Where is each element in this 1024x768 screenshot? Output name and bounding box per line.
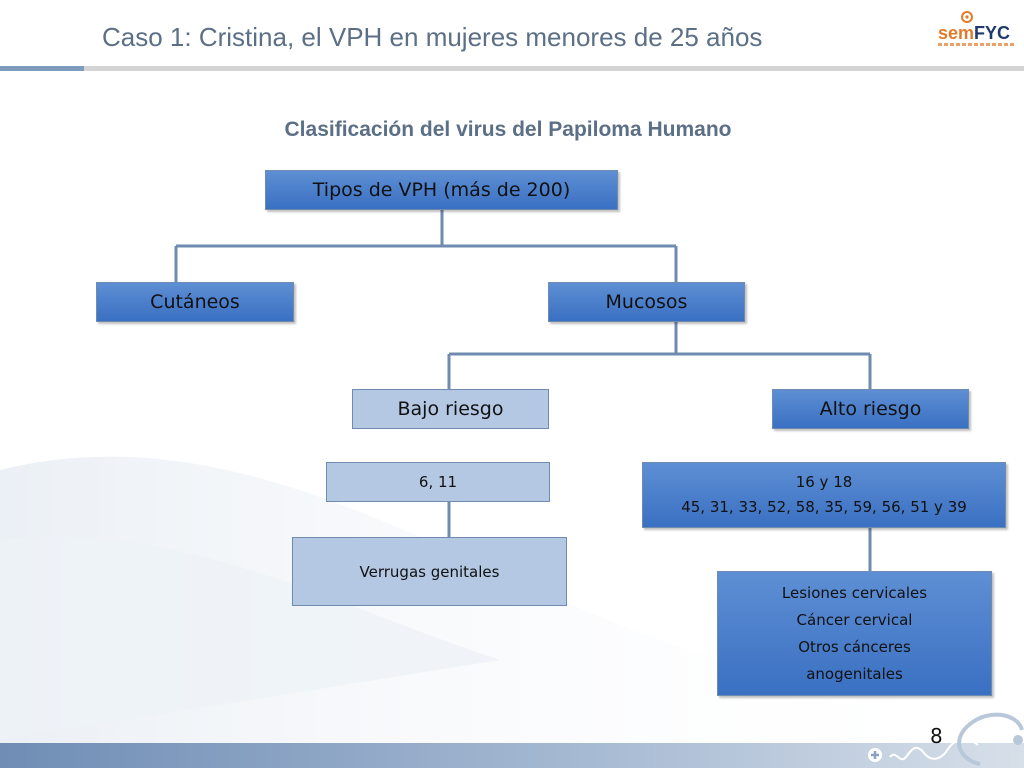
footer-bar <box>0 743 1024 768</box>
lesiones-line-4: anogenitales <box>806 664 903 683</box>
node-bajo-riesgo: Bajo riesgo <box>352 389 549 429</box>
slide-title: Caso 1: Cristina, el VPH en mujeres meno… <box>102 22 763 52</box>
node-alto-riesgo: Alto riesgo <box>772 389 969 429</box>
title-rule-accent <box>0 66 84 71</box>
alto-tipos-line-1: 16 y 18 <box>795 473 853 491</box>
lesiones-line-2: Cáncer cervical <box>796 610 913 629</box>
lesiones-line-1: Lesiones cervicales <box>781 583 928 602</box>
logo-emblem-icon <box>961 11 973 23</box>
node-lesiones: Lesiones cervicales Cáncer cervical Otro… <box>717 571 992 696</box>
semfyc-logo: semFYC <box>928 8 1014 50</box>
node-bajo-tipos: 6, 11 <box>326 462 550 502</box>
stethoscope-curve-icon <box>957 712 1024 766</box>
logo-tagline <box>938 43 1014 46</box>
node-verrugas-genitales: Verrugas genitales <box>292 537 567 606</box>
node-cutaneos: Cutáneos <box>96 282 294 322</box>
node-mucosos: Mucosos <box>548 282 745 322</box>
title-rule <box>84 66 1024 71</box>
page-number: 8 <box>930 724 943 748</box>
lesiones-line-3: Otros cánceres <box>798 637 911 656</box>
alto-tipos-line-2: 45, 31, 33, 52, 58, 35, 59, 56, 51 y 39 <box>681 498 967 516</box>
node-alto-tipos: 16 y 18 45, 31, 33, 52, 58, 35, 59, 56, … <box>642 462 1006 528</box>
logo-text-sem: sem <box>938 23 975 43</box>
logo-text: semFYC <box>938 24 1010 42</box>
logo-text-fyc: FYC <box>974 23 1011 43</box>
node-tipos-vph: Tipos de VPH (más de 200) <box>265 170 618 210</box>
diagram-subtitle: Clasificación del virus del Papiloma Hum… <box>284 118 732 141</box>
stethoscope-icon <box>889 743 979 761</box>
